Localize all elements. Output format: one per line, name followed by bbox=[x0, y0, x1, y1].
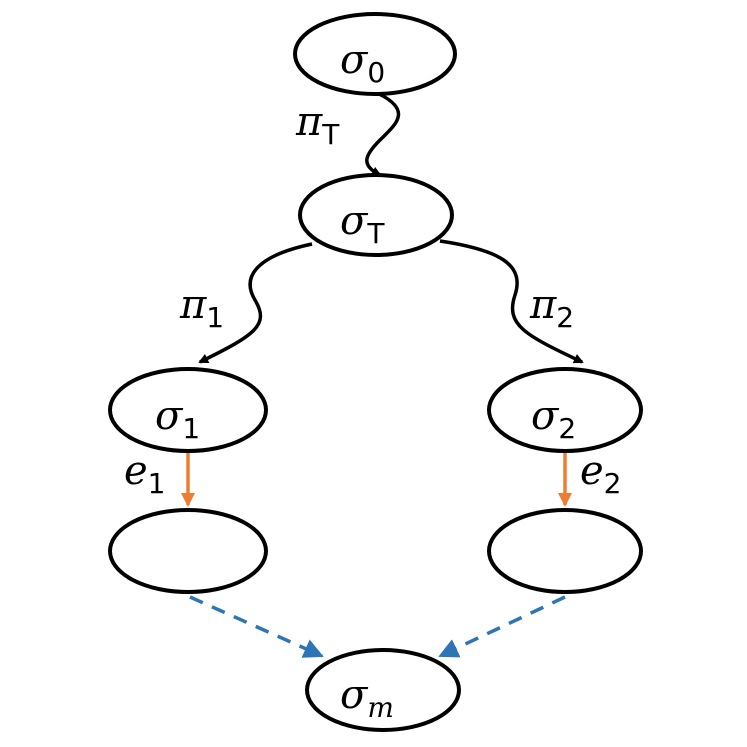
edge-label-e-1: e1 bbox=[124, 448, 166, 500]
node-sigma-0-symbol: σ bbox=[340, 37, 369, 83]
node-sigma-2-symbol: σ bbox=[531, 393, 560, 439]
edge-label-e-2: e2 bbox=[580, 448, 622, 500]
node-blank-2 bbox=[487, 508, 643, 594]
svg-text:σ0: σ0 bbox=[340, 37, 385, 89]
edge-label-e-1-subscript: 1 bbox=[148, 467, 166, 500]
svg-text:σ1: σ1 bbox=[155, 393, 200, 445]
node-sigma-1: σ1 bbox=[108, 367, 268, 453]
edge-label-e-1-symbol: e bbox=[124, 448, 148, 494]
svg-text:σm: σm bbox=[340, 672, 394, 724]
node-sigma-m-symbol: σ bbox=[340, 672, 369, 718]
node-sigma-0: σ0 bbox=[293, 12, 457, 96]
edge-label-pi-1-symbol: π bbox=[179, 282, 207, 328]
node-sigma-0-subscript: 0 bbox=[367, 56, 385, 89]
edge-merge-left bbox=[189, 595, 324, 658]
edge-pi-t bbox=[365, 90, 401, 177]
node-sigma-t-symbol: σ bbox=[340, 198, 369, 244]
svg-text:σT: σT bbox=[340, 198, 385, 250]
edge-label-pi-2-subscript: 2 bbox=[556, 301, 574, 334]
edge-pi-2 bbox=[439, 239, 584, 364]
node-blank-1 bbox=[108, 508, 268, 594]
node-sigma-2-subscript: 2 bbox=[558, 412, 576, 445]
edge-label-pi-t: πT bbox=[295, 99, 340, 151]
node-sigma-1-symbol: σ bbox=[155, 393, 184, 439]
node-sigma-t: σT bbox=[298, 173, 454, 257]
node-sigma-m: σm bbox=[305, 648, 461, 732]
edge-label-pi-t-subscript: T bbox=[321, 118, 340, 151]
node-sigma-t-subscript: T bbox=[366, 217, 385, 250]
edge-pi-1 bbox=[198, 242, 313, 364]
edge-label-e-2-subscript: 2 bbox=[604, 467, 622, 500]
node-sigma-m-subscript: m bbox=[367, 691, 394, 724]
edge-merge-right bbox=[438, 595, 566, 658]
edge-label-pi-t-symbol: π bbox=[295, 99, 323, 145]
edge-label-e-2-symbol: e bbox=[580, 448, 604, 494]
node-sigma-2: σ2 bbox=[487, 367, 643, 453]
svg-text:σ2: σ2 bbox=[531, 393, 576, 445]
edge-label-pi-2: π2 bbox=[529, 282, 574, 334]
edge-label-pi-1: π1 bbox=[179, 282, 224, 334]
edge-label-pi-2-symbol: π bbox=[529, 282, 557, 328]
edge-label-pi-1-subscript: 1 bbox=[206, 301, 224, 334]
node-sigma-1-subscript: 1 bbox=[182, 412, 200, 445]
